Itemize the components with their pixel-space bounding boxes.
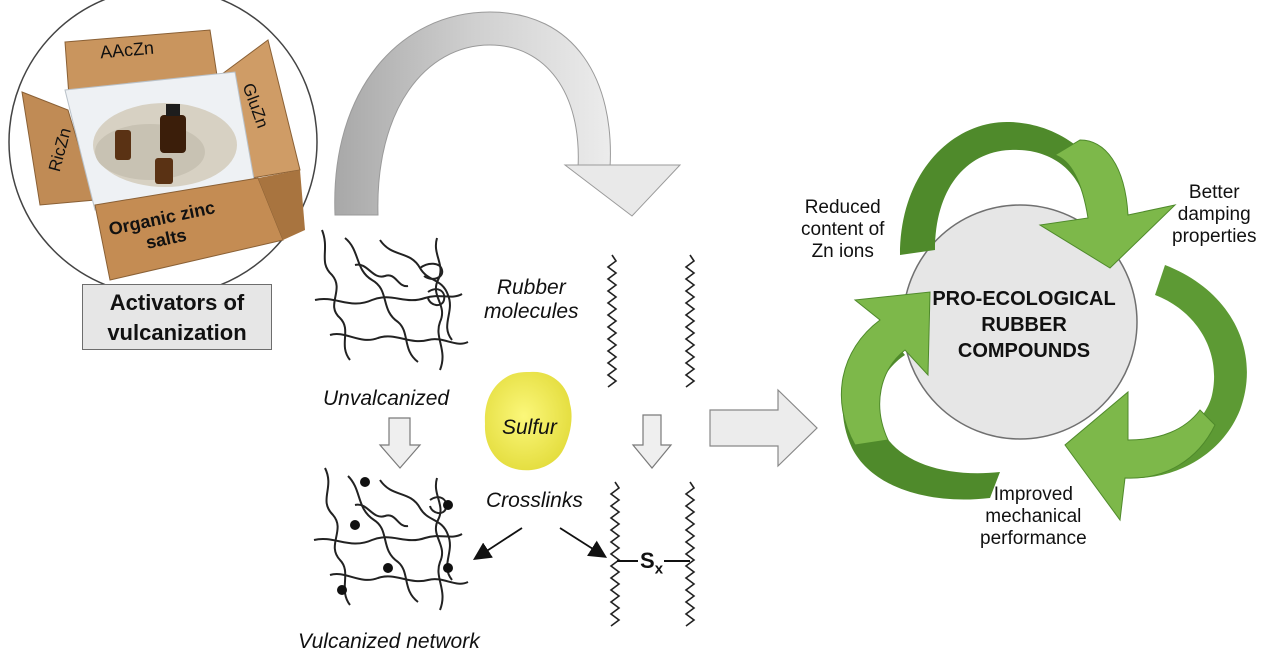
mechanical-label: Improved mechanical performance: [980, 484, 1087, 550]
mechanical-line3: performance: [980, 527, 1087, 549]
activators-line1: Activators of: [109, 290, 245, 315]
rubber-molecules-label: Rubber molecules: [484, 276, 579, 324]
reduced-line1: Reduced: [804, 197, 881, 218]
cycle-arrow-left: [840, 291, 931, 446]
down-arrow-left: [378, 417, 422, 469]
reduced-line3: Zn ions: [811, 240, 874, 262]
vulcanized-network: [313, 467, 469, 611]
center-title: PRO-ECOLOGICAL RUBBER COMPOUNDS: [912, 286, 1136, 364]
center-line2: RUBBER: [981, 314, 1067, 336]
rubber-line2: molecules: [484, 300, 579, 324]
mechanical-line1: Improved: [993, 484, 1073, 505]
center-line3: COMPOUNDS: [957, 340, 1091, 362]
down-arrow-right: [631, 414, 673, 469]
cycle-arrow-right-back: [1128, 265, 1247, 479]
unvulcanized-network: [314, 229, 469, 371]
sulfur-powder: [484, 371, 572, 471]
activator-box-image: [8, 0, 318, 297]
unvulcanized-label: Unvalcanized: [323, 387, 450, 410]
cycle-arrow-right: [1064, 390, 1216, 522]
sulfur-label: Sulfur: [502, 416, 557, 439]
vulcanized-label: Vulcanized network: [298, 630, 480, 653]
sx-label: Sx: [640, 548, 663, 578]
damping-line3: properties: [1172, 225, 1257, 247]
rubber-chains-bottom: [609, 481, 696, 627]
activators-box: Activators of vulcanization: [82, 284, 272, 350]
damping-label: Better damping properties: [1172, 182, 1257, 248]
damping-line1: Better: [1188, 182, 1240, 203]
recycle-cycle: [840, 121, 1247, 522]
crosslinks-label: Crosslinks: [486, 489, 583, 512]
crosslink-dots: [337, 477, 453, 595]
rubber-line1: Rubber: [496, 276, 566, 299]
reduced-line2: content of: [801, 218, 885, 240]
reduced-zn-label: Reduced content of Zn ions: [801, 197, 884, 263]
rubber-chains-top: [606, 254, 696, 388]
crosslink-pointer-left: [472, 527, 523, 560]
mechanical-line2: mechanical: [985, 505, 1082, 527]
process-arc-arrow: [334, 11, 682, 217]
cycle-arrow-top: [1038, 139, 1177, 269]
sx-sub: x: [654, 560, 664, 578]
sx-main: S: [640, 548, 655, 573]
activators-line2: vulcanization: [107, 320, 247, 345]
damping-line2: damping: [1177, 203, 1251, 225]
center-line1: PRO-ECOLOGICAL: [932, 288, 1116, 310]
result-arrow: [709, 388, 818, 468]
crosslink-pointer-right: [559, 527, 608, 558]
